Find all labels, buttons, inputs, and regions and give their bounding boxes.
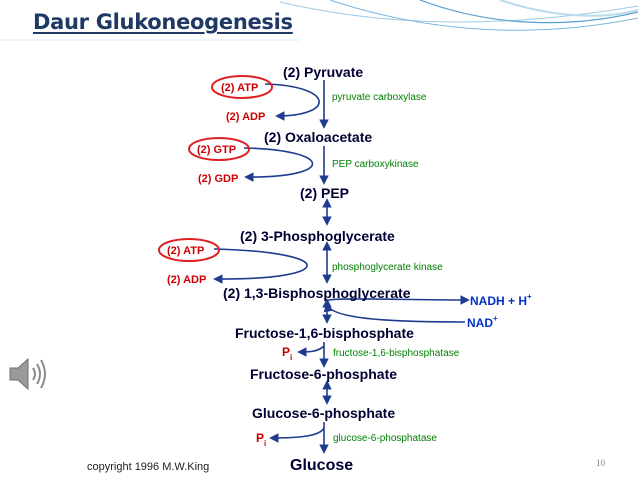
side-arrow-atp-adp-2	[213, 248, 308, 284]
nad-sup: +	[493, 314, 498, 323]
side-arrow-pi-2	[269, 427, 325, 443]
circle-atp-1	[211, 75, 273, 99]
cofactor-circles	[158, 75, 273, 262]
decorative-swooshes	[0, 0, 638, 41]
compound-fructose-6-phosphate: Fructose-6-phosphate	[250, 366, 397, 382]
compound-1-3-bisphosphoglycerate: (2) 1,3-Bisphosphoglycerate	[223, 285, 411, 301]
copyright-text: copyright 1996 M.W.King	[87, 461, 209, 473]
pi-sub-1: i	[290, 353, 292, 362]
nadh-text: NADH + H	[470, 294, 527, 308]
enzyme-fructose-1-6-bisphosphatase: fructose-1,6-bisphosphatase	[333, 348, 460, 359]
circle-atp-2	[158, 238, 220, 262]
compound-glucose-6-phosphate: Glucose-6-phosphate	[252, 405, 395, 421]
pi-label-2: Pi	[256, 431, 266, 448]
side-arrow-atp-adp-1	[264, 83, 320, 121]
pi-p-2: P	[256, 431, 264, 445]
cofactor-adp-1: (2) ADP	[226, 111, 265, 123]
compound-3-phosphoglycerate: (2) 3-Phosphoglycerate	[240, 228, 395, 244]
cofactor-gdp: (2) GDP	[198, 173, 238, 185]
cofactor-gtp: (2) GTP	[197, 144, 236, 156]
circle-gtp	[188, 137, 250, 161]
compound-oxaloacetate: (2) Oxaloacetate	[264, 129, 372, 145]
side-arrow-pi-1	[297, 345, 325, 357]
page-number: 10	[596, 458, 605, 468]
cofactor-adp-2: (2) ADP	[167, 274, 206, 286]
compound-pyruvate: (2) Pyruvate	[283, 64, 363, 80]
side-arrow-nadh	[326, 295, 470, 305]
enzyme-pyruvate-carboxylase: pyruvate carboxylase	[332, 92, 427, 103]
pathway-diagram: (2) Pyruvate (2) Oxaloacetate (2) PEP (2…	[87, 64, 532, 474]
side-arrow-nad	[323, 302, 466, 323]
nadh-label: NADH + H+	[470, 292, 532, 308]
pi-p-1: P	[282, 345, 290, 359]
nadh-sup: +	[527, 292, 532, 301]
speaker-volume-icon[interactable]	[6, 352, 50, 396]
pathway-arrows	[213, 80, 470, 454]
nad-text: NAD	[467, 316, 493, 330]
compound-glucose: Glucose	[290, 457, 353, 474]
compound-fructose-1-6-bisphosphate: Fructose-1,6-bisphosphate	[235, 325, 414, 341]
slide-title: Daur Glukoneogenesis	[33, 10, 293, 34]
compound-pep: (2) PEP	[300, 185, 349, 201]
side-arrow-gtp-gdp	[243, 147, 314, 182]
cofactor-atp-1: (2) ATP	[221, 82, 258, 94]
enzyme-glucose-6-phosphatase: glucose-6-phosphatase	[333, 433, 437, 444]
pi-sub-2: i	[264, 439, 266, 448]
nad-label: NAD+	[467, 314, 498, 330]
gluconeogenesis-figure: (2) Pyruvate (2) Oxaloacetate (2) PEP (2…	[84, 59, 546, 477]
cofactor-atp-2: (2) ATP	[167, 245, 204, 257]
enzyme-pep-carboxykinase: PEP carboxykinase	[332, 159, 419, 170]
enzyme-phosphoglycerate-kinase: phosphoglycerate kinase	[332, 262, 443, 273]
pi-label-1: Pi	[282, 345, 292, 362]
